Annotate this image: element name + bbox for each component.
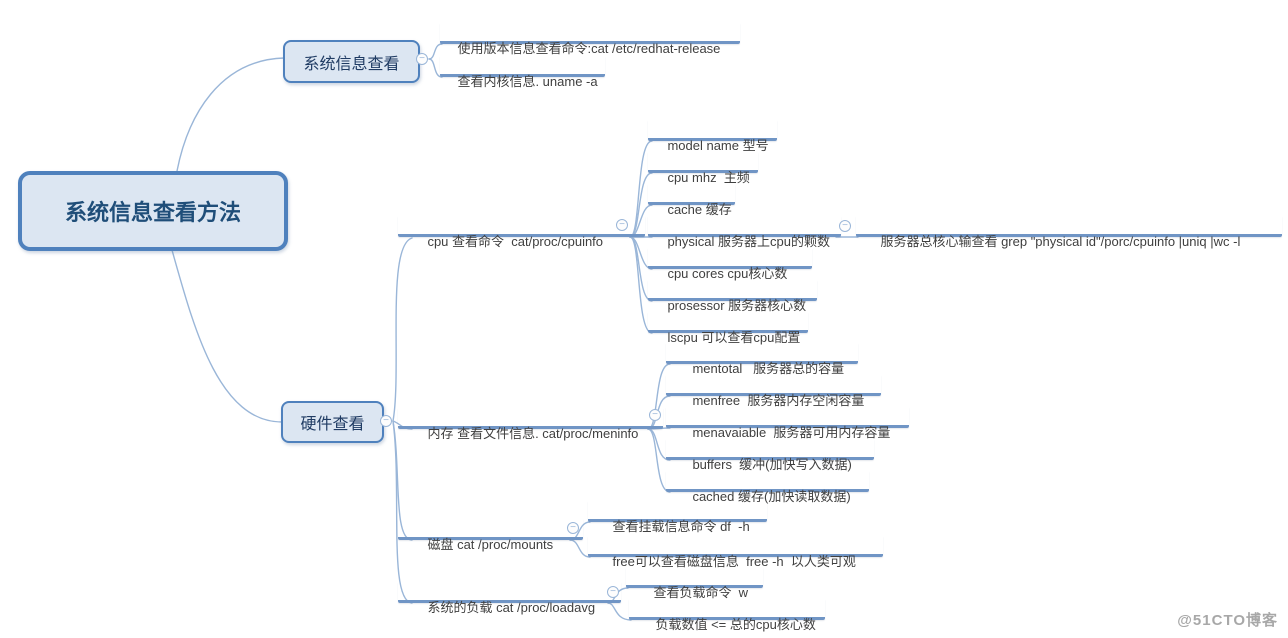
topic-cache[interactable]: cache 缓存 — [648, 184, 735, 217]
topic-model-name-label: model name 型号 — [667, 138, 769, 153]
topic-version-command-label: 使用版本信息查看命令:cat /etc/redhat-release — [457, 41, 721, 56]
topic-memory-command[interactable]: 内存 查看文件信息. cat/proc/meninfo — [398, 408, 663, 441]
topic-model-name[interactable]: model name 型号 — [648, 120, 777, 153]
topic-load-command[interactable]: 系统的负载 cat /proc/loadavg — [398, 582, 621, 615]
connector-load-value — [607, 602, 632, 621]
root-topic-label: 系统信息查看方法 — [64, 200, 241, 225]
watermark-51cto: @51CTO博客 — [1177, 612, 1278, 629]
topic-lscpu-label: lscpu 可以查看cpu配置 — [667, 330, 801, 345]
topic-w-command-label: 查看负载命令 w — [653, 585, 749, 600]
collapse-icon-load[interactable]: − — [607, 586, 619, 598]
collapse-icon-hardware[interactable]: − — [380, 415, 392, 427]
branch-hardware[interactable]: 硬件查看 — [281, 401, 384, 443]
topic-free-command-label: free可以查看磁盘信息 free -h 以人类可观 — [612, 554, 856, 569]
connector-cpu-lscpu — [629, 236, 653, 334]
collapse-icon-memory[interactable]: − — [649, 409, 661, 421]
topic-version-command[interactable]: 使用版本信息查看命令:cat /etc/redhat-release — [440, 23, 740, 56]
collapse-icon-system[interactable]: − — [416, 53, 428, 65]
connector-root-hardware — [169, 242, 283, 423]
connector-root-system — [176, 57, 285, 172]
collapse-icon-cpu[interactable]: − — [616, 219, 628, 231]
root-topic[interactable]: 系统信息查看方法 — [18, 171, 288, 251]
topic-w-command[interactable]: 查看负载命令 w — [626, 567, 763, 600]
branch-hardware-label: 硬件查看 — [300, 416, 365, 433]
connector-cpu-model — [629, 140, 653, 238]
topic-menfree[interactable]: menfree 服务器内存空闲容量 — [666, 375, 881, 408]
topic-cpu-mhz[interactable]: cpu mhz 主频 — [648, 152, 758, 185]
topic-grep-physical-id[interactable]: 服务器总核心输查看 grep "physical id"/porc/cpuinf… — [856, 216, 1282, 249]
topic-buffers[interactable]: buffers 缓冲(加快写入数据) — [666, 439, 874, 472]
topic-cpu-cores[interactable]: cpu cores cpu核心数 — [648, 248, 812, 281]
topic-cpu-cores-label: cpu cores cpu核心数 — [667, 266, 788, 281]
topic-cached[interactable]: cached 缓存(加快读取数据) — [666, 471, 869, 504]
topic-cache-label: cache 缓存 — [667, 202, 732, 217]
branch-system-info-label: 系统信息查看 — [303, 55, 400, 73]
topic-prosessor[interactable]: prosessor 服务器核心数 — [648, 280, 817, 313]
topic-cpu-command-label: cpu 查看命令 cat/proc/cpuinfo — [427, 234, 604, 249]
connector-disk-free — [569, 539, 591, 558]
topic-cpu-command[interactable]: cpu 查看命令 cat/proc/cpuinfo — [398, 216, 645, 249]
topic-df-command[interactable]: 查看挂载信息命令 df -h — [588, 501, 767, 534]
topic-physical-label: physical 服务器上cpu的颗数 — [667, 234, 830, 249]
topic-physical[interactable]: physical 服务器上cpu的颗数 — [648, 216, 841, 249]
topic-mentotal-label: mentotal 服务器总的容量 — [692, 361, 845, 376]
topic-load-value-label: 负载数值 <= 总的cpu核心数 — [655, 617, 816, 632]
connector-hw-load — [392, 420, 413, 604]
topic-load-command-label: 系统的负载 cat /proc/loadavg — [427, 600, 596, 615]
topic-buffers-label: buffers 缓冲(加快写入数据) — [692, 457, 852, 472]
topic-menfree-label: menfree 服务器内存空闲容量 — [692, 393, 865, 408]
topic-menavaiable[interactable]: menavaiable 服务器可用内存容量 — [666, 407, 909, 440]
topic-grep-physical-id-label: 服务器总核心输查看 grep "physical id"/porc/cpuinf… — [880, 234, 1241, 249]
topic-disk-command[interactable]: 磁盘 cat /proc/mounts — [398, 519, 583, 552]
collapse-icon-physical[interactable]: − — [839, 220, 851, 232]
topic-free-command[interactable]: free可以查看磁盘信息 free -h 以人类可观 — [588, 536, 883, 569]
topic-kernel-command[interactable]: 查看内核信息. uname -a — [440, 56, 605, 89]
topic-menavaiable-label: menavaiable 服务器可用内存容量 — [692, 425, 891, 440]
topic-prosessor-label: prosessor 服务器核心数 — [667, 298, 807, 313]
topic-df-command-label: 查看挂载信息命令 df -h — [612, 519, 750, 534]
topic-load-value[interactable]: 负载数值 <= 总的cpu核心数 — [629, 599, 825, 632]
connector-mem-cached — [647, 428, 671, 493]
topic-cached-label: cached 缓存(加快读取数据) — [692, 489, 851, 504]
topic-kernel-command-label: 查看内核信息. uname -a — [457, 74, 598, 89]
topic-mentotal[interactable]: mentotal 服务器总的容量 — [666, 343, 858, 376]
branch-system-info[interactable]: 系统信息查看 — [283, 40, 420, 83]
collapse-icon-disk[interactable]: − — [567, 522, 579, 534]
topic-lscpu[interactable]: lscpu 可以查看cpu配置 — [648, 312, 808, 345]
topic-cpu-mhz-label: cpu mhz 主频 — [667, 170, 750, 185]
topic-memory-command-label: 内存 查看文件信息. cat/proc/meninfo — [427, 426, 639, 441]
connector-hw-cpu — [392, 237, 413, 422]
topic-disk-command-label: 磁盘 cat /proc/mounts — [427, 537, 554, 552]
